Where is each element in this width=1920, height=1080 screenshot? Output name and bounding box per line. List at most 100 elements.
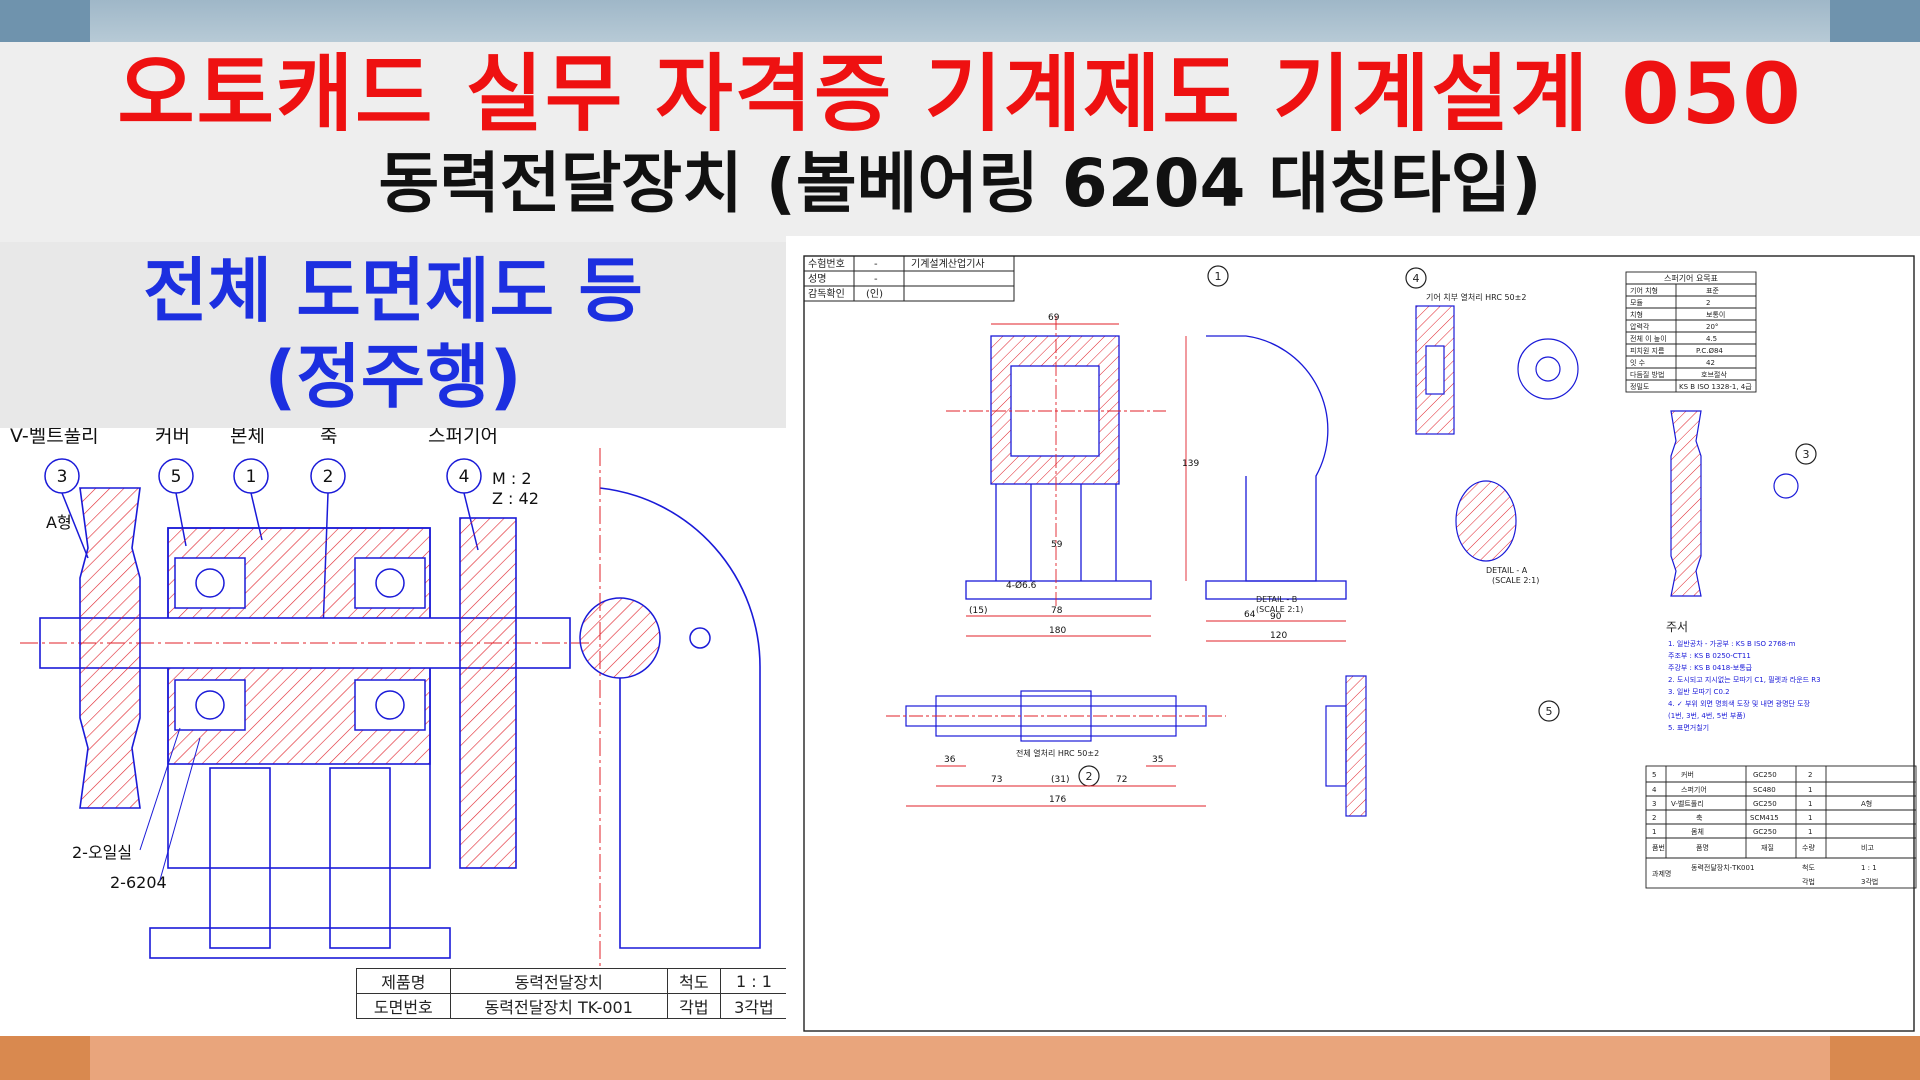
svg-text:180: 180 [1049,626,1066,636]
svg-text:2. 도시되고 지시없는 모따기 C1, 필렛과 라운드 R: 2. 도시되고 지시없는 모따기 C1, 필렛과 라운드 R3 [1668,675,1821,684]
svg-text:2: 2 [1086,770,1093,783]
balloon-4: 4 [459,467,470,487]
balloon-3: 3 [57,467,68,487]
side-title-panel [0,242,786,428]
svg-text:동력전달장치-TK001: 동력전달장치-TK001 [1691,863,1754,872]
svg-text:수험번호: 수험번호 [808,258,845,270]
header-background [0,42,1920,242]
svg-text:전체 열처리 HRC 50±2: 전체 열처리 HRC 50±2 [1016,748,1099,758]
label-v-belt-pulley: V-벨트풀리 [10,428,99,447]
svg-text:기어 치형: 기어 치형 [1630,286,1658,295]
svg-text:2: 2 [1808,771,1812,779]
svg-text:품번: 품번 [1652,843,1665,852]
side-title-line2: (정주행) [264,336,522,418]
svg-text:품명: 품명 [1696,843,1709,852]
svg-text:59: 59 [1051,540,1063,550]
balloon-5: 5 [171,467,182,487]
svg-text:SC480: SC480 [1753,786,1776,794]
svg-text:(SCALE 2:1): (SCALE 2:1) [1492,576,1539,585]
svg-text:(인): (인) [866,288,883,300]
svg-text:비고: 비고 [1861,843,1874,852]
svg-text:3. 일반 모따기 C0.2: 3. 일반 모따기 C0.2 [1668,687,1730,696]
svg-text:(1번, 3번, 4번, 5번 부품): (1번, 3번, 4번, 5번 부품) [1668,711,1746,720]
svg-text:2: 2 [1706,299,1710,307]
gear-teeth: Z : 42 [492,489,539,508]
svg-text:120: 120 [1270,631,1287,641]
part-drawing-sheet: 수험번호 - 기계설계산업기사 성명 - 감독확인 (인) 69 59 78 1… [786,236,1920,1036]
svg-text:기어 치부 열처리 HRC 50±2: 기어 치부 열처리 HRC 50±2 [1426,292,1526,302]
svg-text:5. 표면거칠기: 5. 표면거칠기 [1668,723,1709,732]
svg-text:35: 35 [1152,755,1163,765]
svg-text:5: 5 [1652,771,1656,779]
svg-text:1. 일반공차 - 가공부 : KS B ISO 2768-: 1. 일반공차 - 가공부 : KS B ISO 2768-m [1668,639,1796,648]
gear-module: M : 2 [492,469,532,488]
svg-text:P.C.Ø84: P.C.Ø84 [1696,347,1723,355]
label-body: 본체 [230,428,265,447]
svg-text:5: 5 [1546,705,1553,718]
svg-text:SCM415: SCM415 [1750,814,1779,822]
svg-text:1: 1 [1808,828,1812,836]
svg-text:압력각: 압력각 [1630,323,1650,331]
svg-text:잇 수: 잇 수 [1630,358,1646,367]
svg-text:69: 69 [1048,313,1060,323]
svg-text:감독확인: 감독확인 [808,288,845,300]
svg-text:보통이: 보통이 [1706,310,1725,319]
svg-text:커버: 커버 [1681,770,1694,779]
svg-text:DETAIL - A: DETAIL - A [1486,566,1528,575]
svg-text:몸체: 몸체 [1691,828,1704,836]
svg-text:1: 1 [1808,800,1812,808]
svg-text:다듬질 방법: 다듬질 방법 [1630,370,1664,379]
side-title-line1: 전체 도면제도 등 [143,250,643,332]
svg-text:4-Ø6.6: 4-Ø6.6 [1006,580,1037,591]
svg-text:36: 36 [944,755,956,765]
svg-text:20°: 20° [1706,323,1718,331]
svg-text:호브절삭: 호브절삭 [1701,370,1727,379]
svg-text:3: 3 [1652,800,1656,808]
svg-text:모듈: 모듈 [1630,299,1643,307]
balloon-2: 2 [323,467,334,487]
top-band [0,0,1920,42]
svg-text:정밀도: 정밀도 [1630,382,1650,391]
assembly-drawing: V-벨트풀리 커버 본체 축 스퍼기어 3 5 1 2 4 M : 2 Z : … [10,428,761,968]
belt-type: A형 [46,513,72,532]
svg-text:척도: 척도 [1802,864,1815,872]
svg-text:전체 이 높이: 전체 이 높이 [1630,334,1667,343]
svg-text:V-벨트풀리: V-벨트풀리 [1671,799,1704,808]
oil-seal-label: 2-오일실 [72,843,132,862]
bearing-label: 2-6204 [110,873,167,892]
svg-text:(SCALE 2:1): (SCALE 2:1) [1256,605,1303,614]
svg-text:축: 축 [1696,813,1703,822]
svg-text:(15): (15) [969,606,987,616]
svg-text:DETAIL - B: DETAIL - B [1256,595,1297,604]
svg-text:A형: A형 [1861,800,1872,808]
svg-text:표준: 표준 [1706,287,1719,295]
svg-text:각법: 각법 [1802,877,1815,886]
subtitle: 동력전달장치 (볼베어링 6204 대칭타입) [378,145,1542,222]
svg-text:1: 1 [1652,828,1656,836]
notes-title: 주서 [1666,620,1688,634]
svg-text:-: - [874,274,878,285]
svg-text:3: 3 [1803,448,1810,461]
svg-text:스퍼기어 요목표: 스퍼기어 요목표 [1664,273,1718,283]
svg-text:KS B ISO 1328-1, 4급: KS B ISO 1328-1, 4급 [1679,383,1752,391]
svg-text:64: 64 [1244,610,1256,620]
svg-text:78: 78 [1051,606,1063,616]
label-cover: 커버 [155,428,190,447]
svg-text:주조부 : KS B 0250-CT11: 주조부 : KS B 0250-CT11 [1668,652,1751,660]
label-shaft: 축 [320,428,337,447]
svg-text:GC250: GC250 [1753,828,1777,836]
svg-text:1: 1 [1808,786,1812,794]
svg-text:기계설계산업기사: 기계설계산업기사 [911,257,985,270]
part-drawing: 수험번호 - 기계설계산업기사 성명 - 감독확인 (인) 69 59 78 1… [803,255,1917,1032]
svg-text:3각법: 3각법 [1861,877,1878,886]
svg-text:42: 42 [1706,359,1715,367]
balloon-1: 1 [246,467,257,487]
svg-text:1: 1 [1808,814,1812,822]
svg-text:4: 4 [1652,786,1657,794]
svg-text:90: 90 [1270,612,1282,622]
svg-text:4. ✓ 부위 외면 명회색 도장 및 내면 광명단 도장: 4. ✓ 부위 외면 명회색 도장 및 내면 광명단 도장 [1668,699,1811,708]
svg-text:(31): (31) [1051,775,1069,785]
svg-text:73: 73 [991,775,1002,785]
svg-text:1 : 1: 1 : 1 [1861,864,1877,872]
svg-text:4: 4 [1413,272,1420,285]
